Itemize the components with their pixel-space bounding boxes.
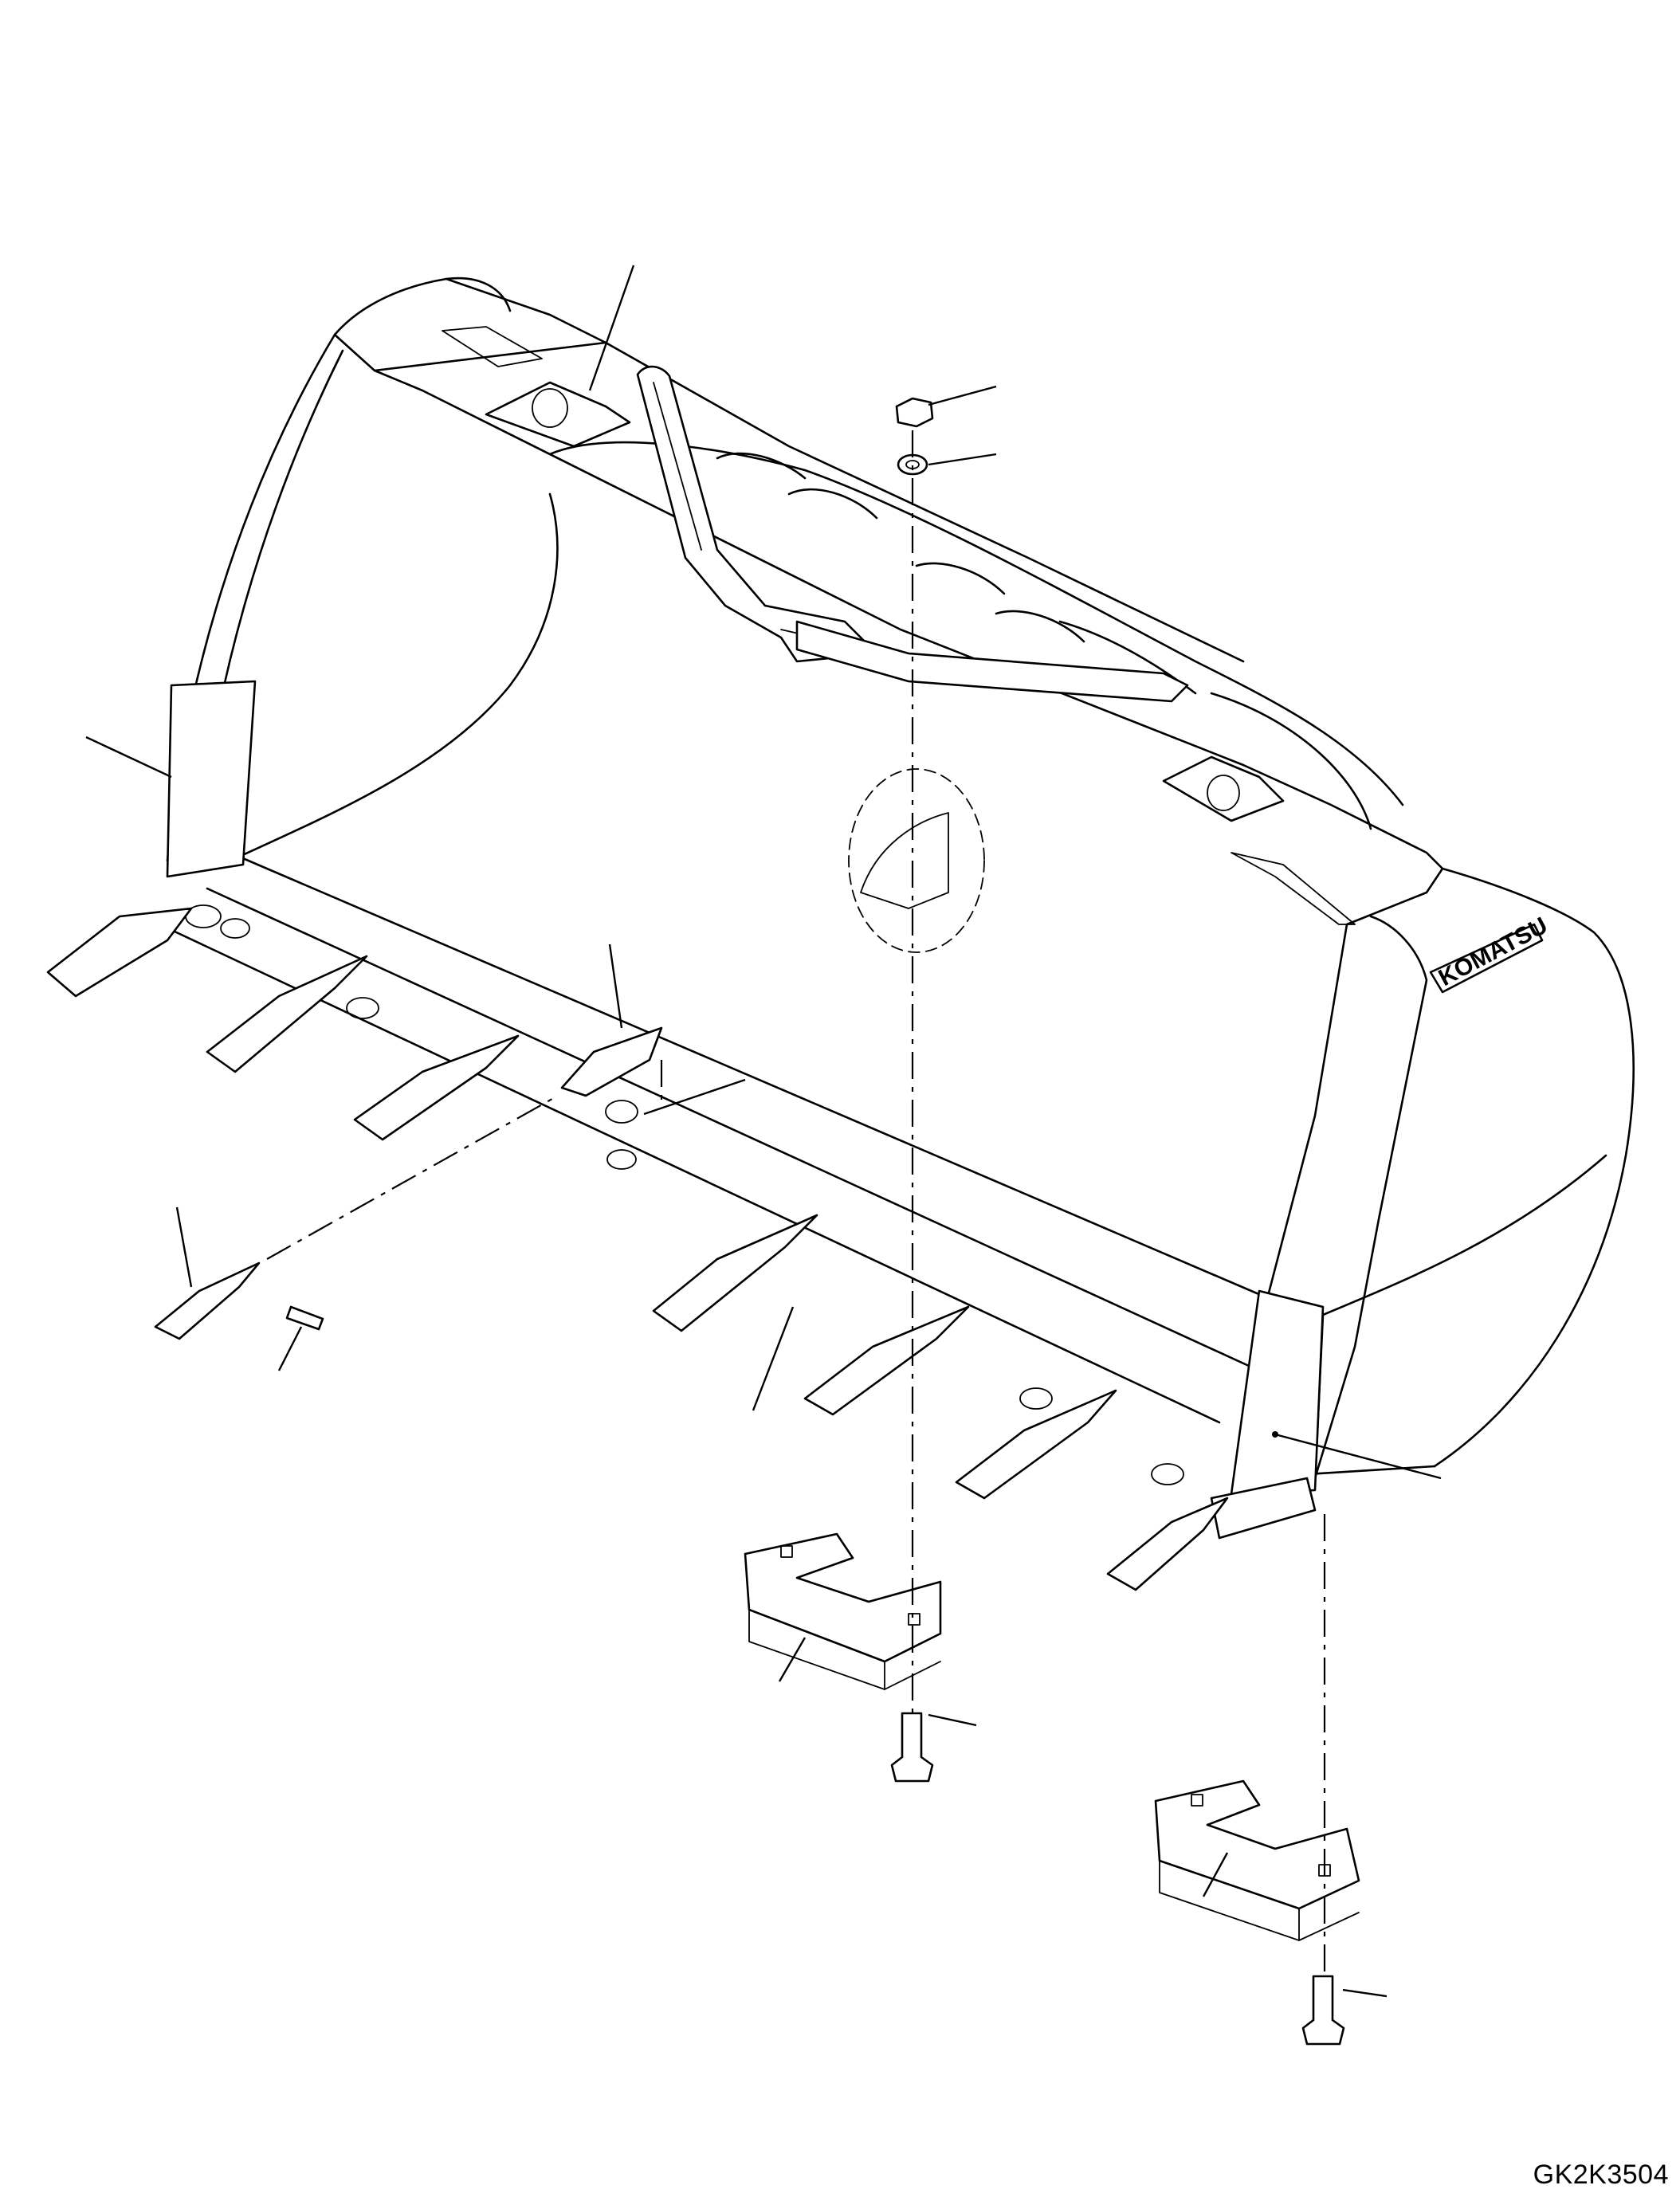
bolt-upper [890,1712,934,1783]
tooth-2 [206,955,368,1073]
wear-plates [744,397,1360,2046]
tooth-6 [803,1305,970,1416]
bolt-lower [1301,1975,1345,2046]
bucket-body: KOMATSU [158,277,1635,1540]
tooth-8 [1106,1497,1229,1591]
tooth-loose [154,1261,261,1340]
tooth-pin [285,1305,324,1331]
callout-leaders [85,265,1442,1998]
tooth-4 [560,1026,663,1097]
komatsu-logo: KOMATSU [1435,912,1552,991]
washer [897,453,928,476]
drawing-code: GK2K3504 [1533,2160,1669,2190]
nut [895,397,934,428]
tooth-1 [46,907,193,998]
tooth-7 [955,1389,1117,1500]
bucket-teeth [46,907,1229,1591]
tooth-3 [353,1034,520,1141]
assembly-centerlines [266,430,1326,1976]
tooth-5 [652,1214,818,1332]
wear-plate-lower [1154,1779,1360,1910]
wear-plate-upper [744,1532,942,1663]
